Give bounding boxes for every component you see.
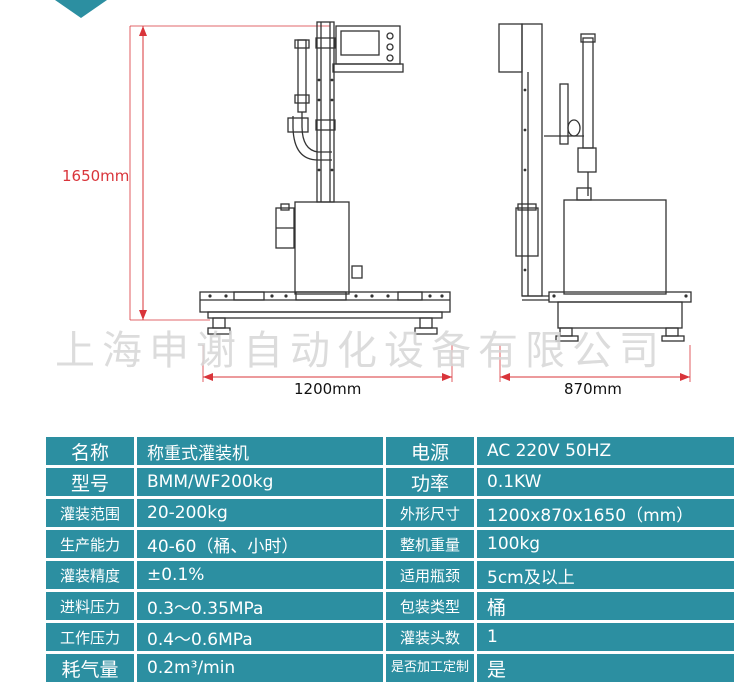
spec-value: 20-200kg: [137, 499, 383, 530]
spec-value: 1200x870x1650（mm）: [477, 499, 734, 530]
spec-label: 外形尺寸: [386, 499, 474, 530]
side-view-dots: [523, 88, 688, 298]
spec-value: AC 220V 50HZ: [477, 437, 734, 468]
table-row: 灌装精度 ±0.1% 适用瓶颈 5cm及以上: [46, 561, 734, 592]
spec-label: 整机重量: [386, 530, 474, 561]
table-row: 工作压力 0.4～0.6MPa 灌装头数 1: [46, 623, 734, 654]
spec-value: 0.4～0.6MPa: [137, 623, 383, 654]
side-view: [498, 23, 692, 382]
front-width-dimension-label: 1200mm: [294, 380, 362, 398]
spec-value: 称重式灌装机: [137, 437, 383, 468]
spec-label: 进料压力: [46, 592, 134, 623]
spec-value: ±0.1%: [137, 561, 383, 592]
table-row: 名称 称重式灌装机 电源 AC 220V 50HZ: [46, 437, 734, 468]
table-row: 耗气量 0.2m³/min 是否加工定制 是: [46, 654, 734, 685]
spec-value: 桶: [477, 592, 734, 623]
table-row: 生产能力 40-60（桶、小时） 整机重量 100kg: [46, 530, 734, 561]
side-width-dimension-label: 870mm: [564, 380, 622, 398]
table-row: 灌装范围 20-200kg 外形尺寸 1200x870x1650（mm）: [46, 499, 734, 530]
spec-label: 耗气量: [46, 654, 134, 685]
front-frame-dots: [208, 78, 444, 298]
spec-label: 功率: [386, 468, 474, 499]
spec-label: 灌装范围: [46, 499, 134, 530]
height-dimension-label: 1650mm: [62, 167, 130, 185]
spec-label: 名称: [46, 437, 134, 468]
spec-label: 包装类型: [386, 592, 474, 623]
spec-label: 型号: [46, 468, 134, 499]
spec-value: BMM/WF200kg: [137, 468, 383, 499]
spec-value: 是: [477, 654, 734, 685]
spec-value: 1: [477, 623, 734, 654]
banner-chevron: [55, 0, 107, 18]
spec-value: 0.1KW: [477, 468, 734, 499]
company-watermark: 上海申谢自动化设备有限公司: [55, 328, 666, 374]
spec-label: 适用瓶颈: [386, 561, 474, 592]
table-row: 型号 BMM/WF200kg 功率 0.1KW: [46, 468, 734, 499]
spec-table: 名称 称重式灌装机 电源 AC 220V 50HZ 型号 BMM/WF200kg…: [43, 437, 737, 685]
front-view: [129, 21, 453, 382]
spec-value: 0.3～0.35MPa: [137, 592, 383, 623]
spec-value: 40-60（桶、小时）: [137, 530, 383, 561]
spec-label: 生产能力: [46, 530, 134, 561]
spec-label: 灌装头数: [386, 623, 474, 654]
spec-label: 工作压力: [46, 623, 134, 654]
table-row: 进料压力 0.3～0.35MPa 包装类型 桶: [46, 592, 734, 623]
spec-value: 0.2m³/min: [137, 654, 383, 685]
spec-label: 灌装精度: [46, 561, 134, 592]
spec-label: 是否加工定制: [386, 654, 474, 685]
spec-label: 电源: [386, 437, 474, 468]
machine-drawing: [55, 0, 692, 382]
spec-value: 5cm及以上: [477, 561, 734, 592]
spec-value: 100kg: [477, 530, 734, 561]
